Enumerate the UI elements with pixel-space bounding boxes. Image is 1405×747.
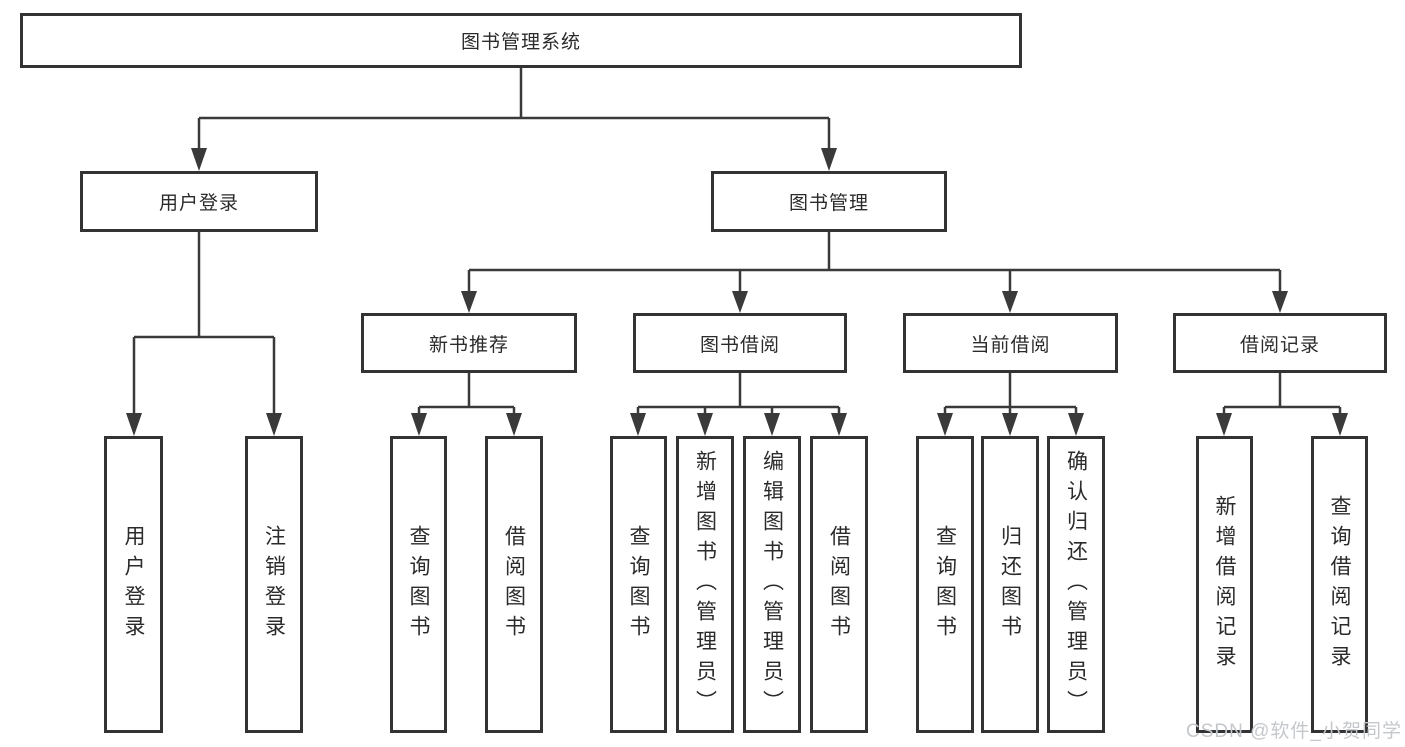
connector-borrow-to-children xyxy=(630,373,847,436)
node-borrow-query: 查询图书 xyxy=(610,436,667,733)
node-recommend-query: 查询图书 xyxy=(390,436,447,733)
node-login-logout-label: 注销登录 xyxy=(262,524,286,645)
node-records-query: 查询借阅记录 xyxy=(1311,436,1368,733)
node-recommend-borrow: 借阅图书 xyxy=(485,436,543,733)
node-records-add-label: 新增借阅记录 xyxy=(1213,494,1236,675)
connector-records-to-children xyxy=(1216,373,1348,436)
node-root-label: 图书管理系统 xyxy=(460,32,581,53)
connector-recommend-to-children xyxy=(411,373,522,436)
node-current-confirm-label: 确认归还（管理员） xyxy=(1064,449,1088,720)
node-records-query-label: 查询借阅记录 xyxy=(1328,494,1351,675)
node-borrow-lend-label: 借阅图书 xyxy=(827,524,851,645)
node-current-return-label: 归还图书 xyxy=(998,524,1022,645)
node-login-user-label: 用户登录 xyxy=(122,524,145,645)
node-current-borrow-label: 当前借阅 xyxy=(970,334,1051,356)
node-new-book-recommend: 新书推荐 xyxy=(361,313,577,373)
node-current-return: 归还图书 xyxy=(981,436,1039,733)
node-login-logout: 注销登录 xyxy=(245,436,303,733)
node-user-login: 用户登录 xyxy=(80,171,318,232)
node-user-login-label: 用户登录 xyxy=(158,193,239,214)
node-current-confirm: 确认归还（管理员） xyxy=(1047,436,1105,733)
node-borrow-edit-label: 编辑图书（管理员） xyxy=(760,449,784,720)
node-current-borrow: 当前借阅 xyxy=(903,313,1118,373)
node-borrow-lend: 借阅图书 xyxy=(810,436,868,733)
node-book-borrow-label: 图书借阅 xyxy=(699,334,780,356)
node-new-book-recommend-label: 新书推荐 xyxy=(428,334,509,356)
node-records-add: 新增借阅记录 xyxy=(1196,436,1253,733)
connector-current-to-children xyxy=(937,373,1084,436)
node-borrow-add: 新增图书（管理员） xyxy=(676,436,734,733)
node-book-management: 图书管理 xyxy=(711,171,947,232)
node-root: 图书管理系统 xyxy=(20,13,1022,68)
connector-login-to-children xyxy=(126,232,282,436)
csdn-watermark: CSDN @软件_小贺同学 xyxy=(1186,721,1402,742)
connector-management-to-level3 xyxy=(461,232,1288,313)
node-current-query: 查询图书 xyxy=(916,436,974,733)
node-borrow-add-label: 新增图书（管理员） xyxy=(693,449,717,720)
node-borrow-records-label: 借阅记录 xyxy=(1239,334,1320,356)
node-borrow-edit: 编辑图书（管理员） xyxy=(743,436,801,733)
node-borrow-records: 借阅记录 xyxy=(1173,313,1387,373)
node-login-user: 用户登录 xyxy=(104,436,163,733)
connector-root-to-level2 xyxy=(191,68,837,171)
node-recommend-borrow-label: 借阅图书 xyxy=(502,524,526,645)
node-recommend-query-label: 查询图书 xyxy=(407,524,430,645)
node-current-query-label: 查询图书 xyxy=(933,524,957,645)
node-borrow-query-label: 查询图书 xyxy=(627,524,650,645)
node-book-management-label: 图书管理 xyxy=(788,193,869,214)
node-book-borrow: 图书借阅 xyxy=(633,313,847,373)
